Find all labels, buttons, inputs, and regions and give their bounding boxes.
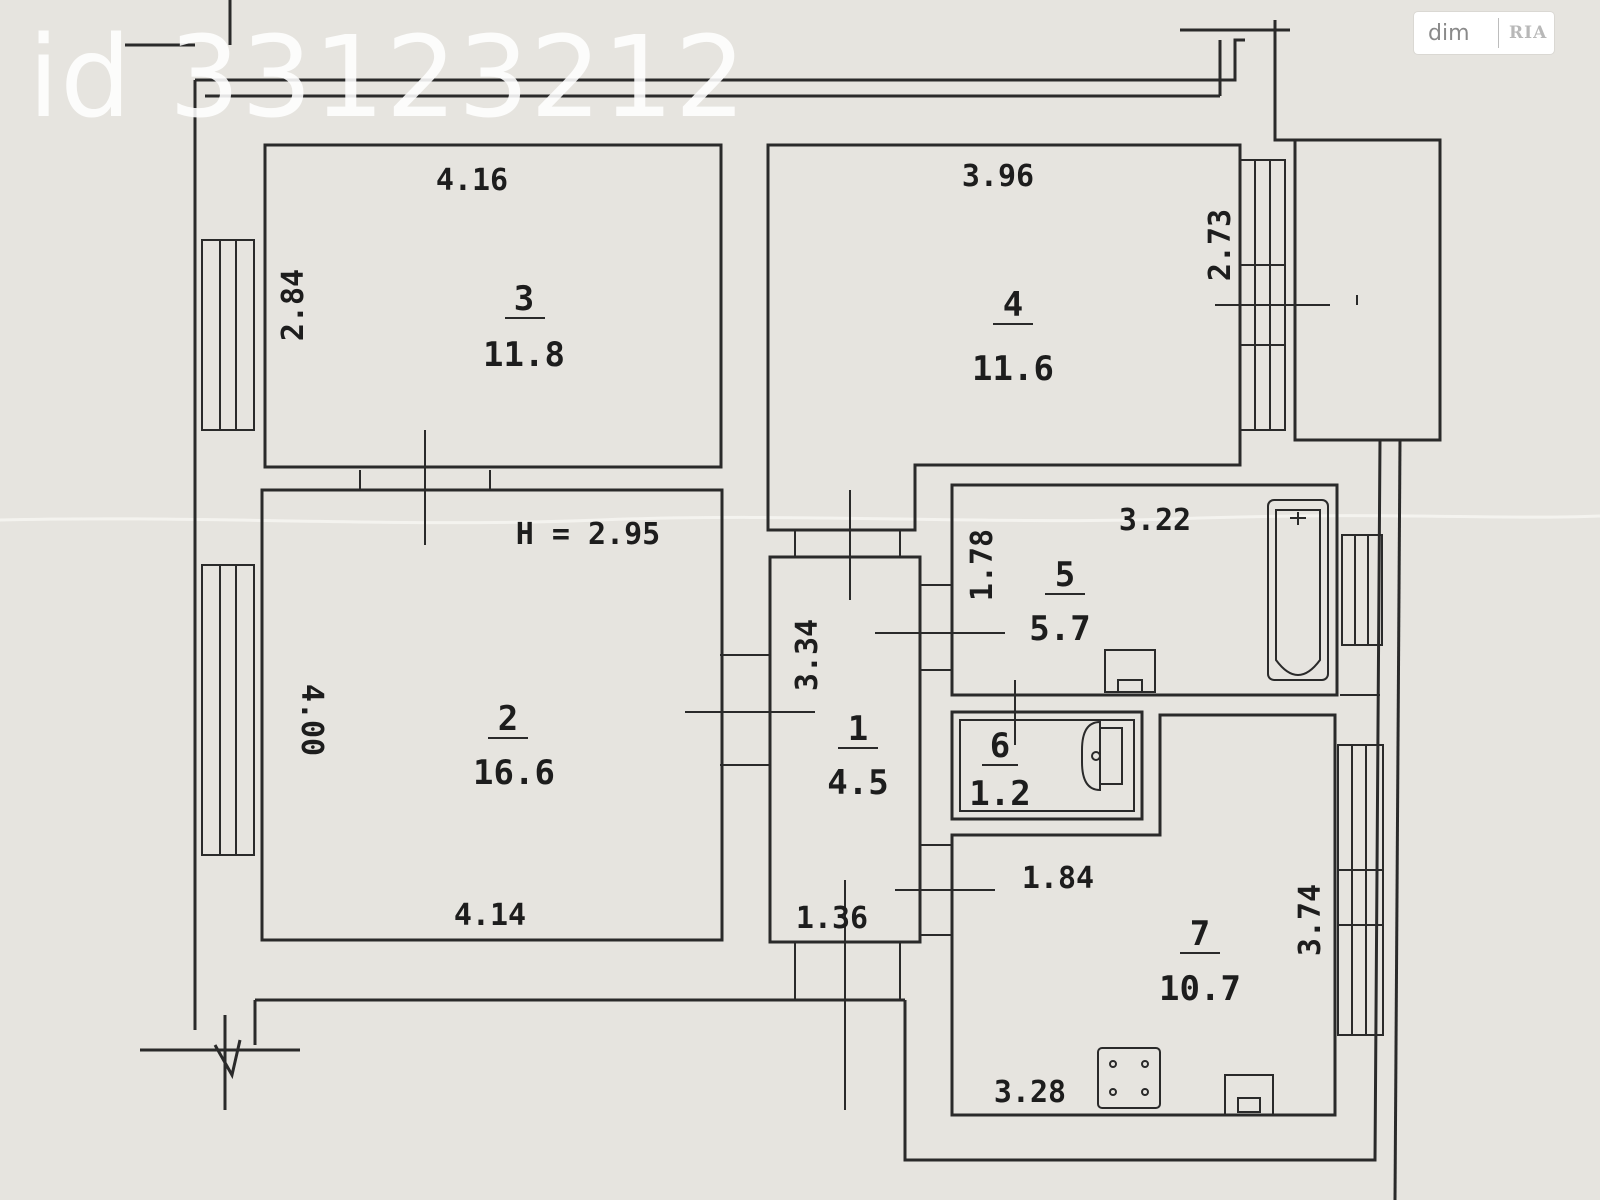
room-2-depth-label: 4.00 xyxy=(294,684,329,756)
brand-primary-text: dim xyxy=(1428,20,1470,46)
brand-logo: dim RIA xyxy=(1414,12,1554,54)
room-3-depth-label: 2.84 xyxy=(276,269,311,341)
room-2-width-label: 4.14 xyxy=(454,898,526,933)
room-3-area: 11.8 xyxy=(483,335,565,375)
listing-id-watermark: id 33123212 xyxy=(28,13,747,143)
toilet-icon xyxy=(1081,720,1123,792)
room-1-number: 1 xyxy=(848,709,868,749)
room-5-width-label: 3.22 xyxy=(1119,503,1191,538)
windows-left xyxy=(201,239,255,856)
room-7-outline xyxy=(950,713,1337,1117)
room-7-area: 10.7 xyxy=(1159,969,1241,1009)
room-7-width-label: 3.28 xyxy=(994,1075,1066,1110)
kitchen-sink-icon xyxy=(1224,1074,1274,1116)
room-4-area: 11.6 xyxy=(972,349,1054,389)
room-5-number: 5 xyxy=(1055,555,1075,595)
room-4-number: 4 xyxy=(1003,285,1023,325)
room-2-area: 16.6 xyxy=(473,753,555,793)
ceiling-height-label: H = 2.95 xyxy=(516,517,661,552)
room-5-outline xyxy=(950,483,1339,697)
room-6-number: 6 xyxy=(990,726,1010,766)
room-3-outline xyxy=(263,143,723,469)
room-5-depth-label: 1.78 xyxy=(965,529,1000,601)
room-1-width-label: 1.36 xyxy=(796,901,868,936)
room-1-area: 4.5 xyxy=(827,763,888,803)
paper-fold-line xyxy=(0,514,1600,525)
room-3-number: 3 xyxy=(514,279,534,319)
windows-right xyxy=(1239,159,1384,1036)
room-7-number: 7 xyxy=(1190,914,1210,954)
room-6-outline xyxy=(950,710,1144,821)
room-3-width-label: 4.16 xyxy=(436,163,508,198)
room-6-area: 1.2 xyxy=(969,774,1030,814)
room-7-depth-label: 3.74 xyxy=(1293,884,1328,956)
room-2-number: 2 xyxy=(498,699,518,739)
door-marks xyxy=(359,295,1380,1110)
brand-secondary-text: RIA xyxy=(1509,23,1548,43)
sink-icon xyxy=(1104,649,1156,693)
stove-icon xyxy=(1097,1047,1161,1109)
room-4-outline xyxy=(766,143,1242,532)
room-2-outline xyxy=(260,488,724,942)
room-5-area: 5.7 xyxy=(1029,609,1090,649)
room-1-depth-label: 3.34 xyxy=(790,619,825,691)
room-4-width-label: 3.96 xyxy=(962,159,1034,194)
bathtub-icon xyxy=(1267,499,1329,681)
outer-walls xyxy=(125,0,1442,1200)
brand-separator xyxy=(1498,18,1499,48)
room-7-inner-label: 1.84 xyxy=(1022,861,1094,896)
room-4-depth-label: 2.73 xyxy=(1203,209,1238,281)
